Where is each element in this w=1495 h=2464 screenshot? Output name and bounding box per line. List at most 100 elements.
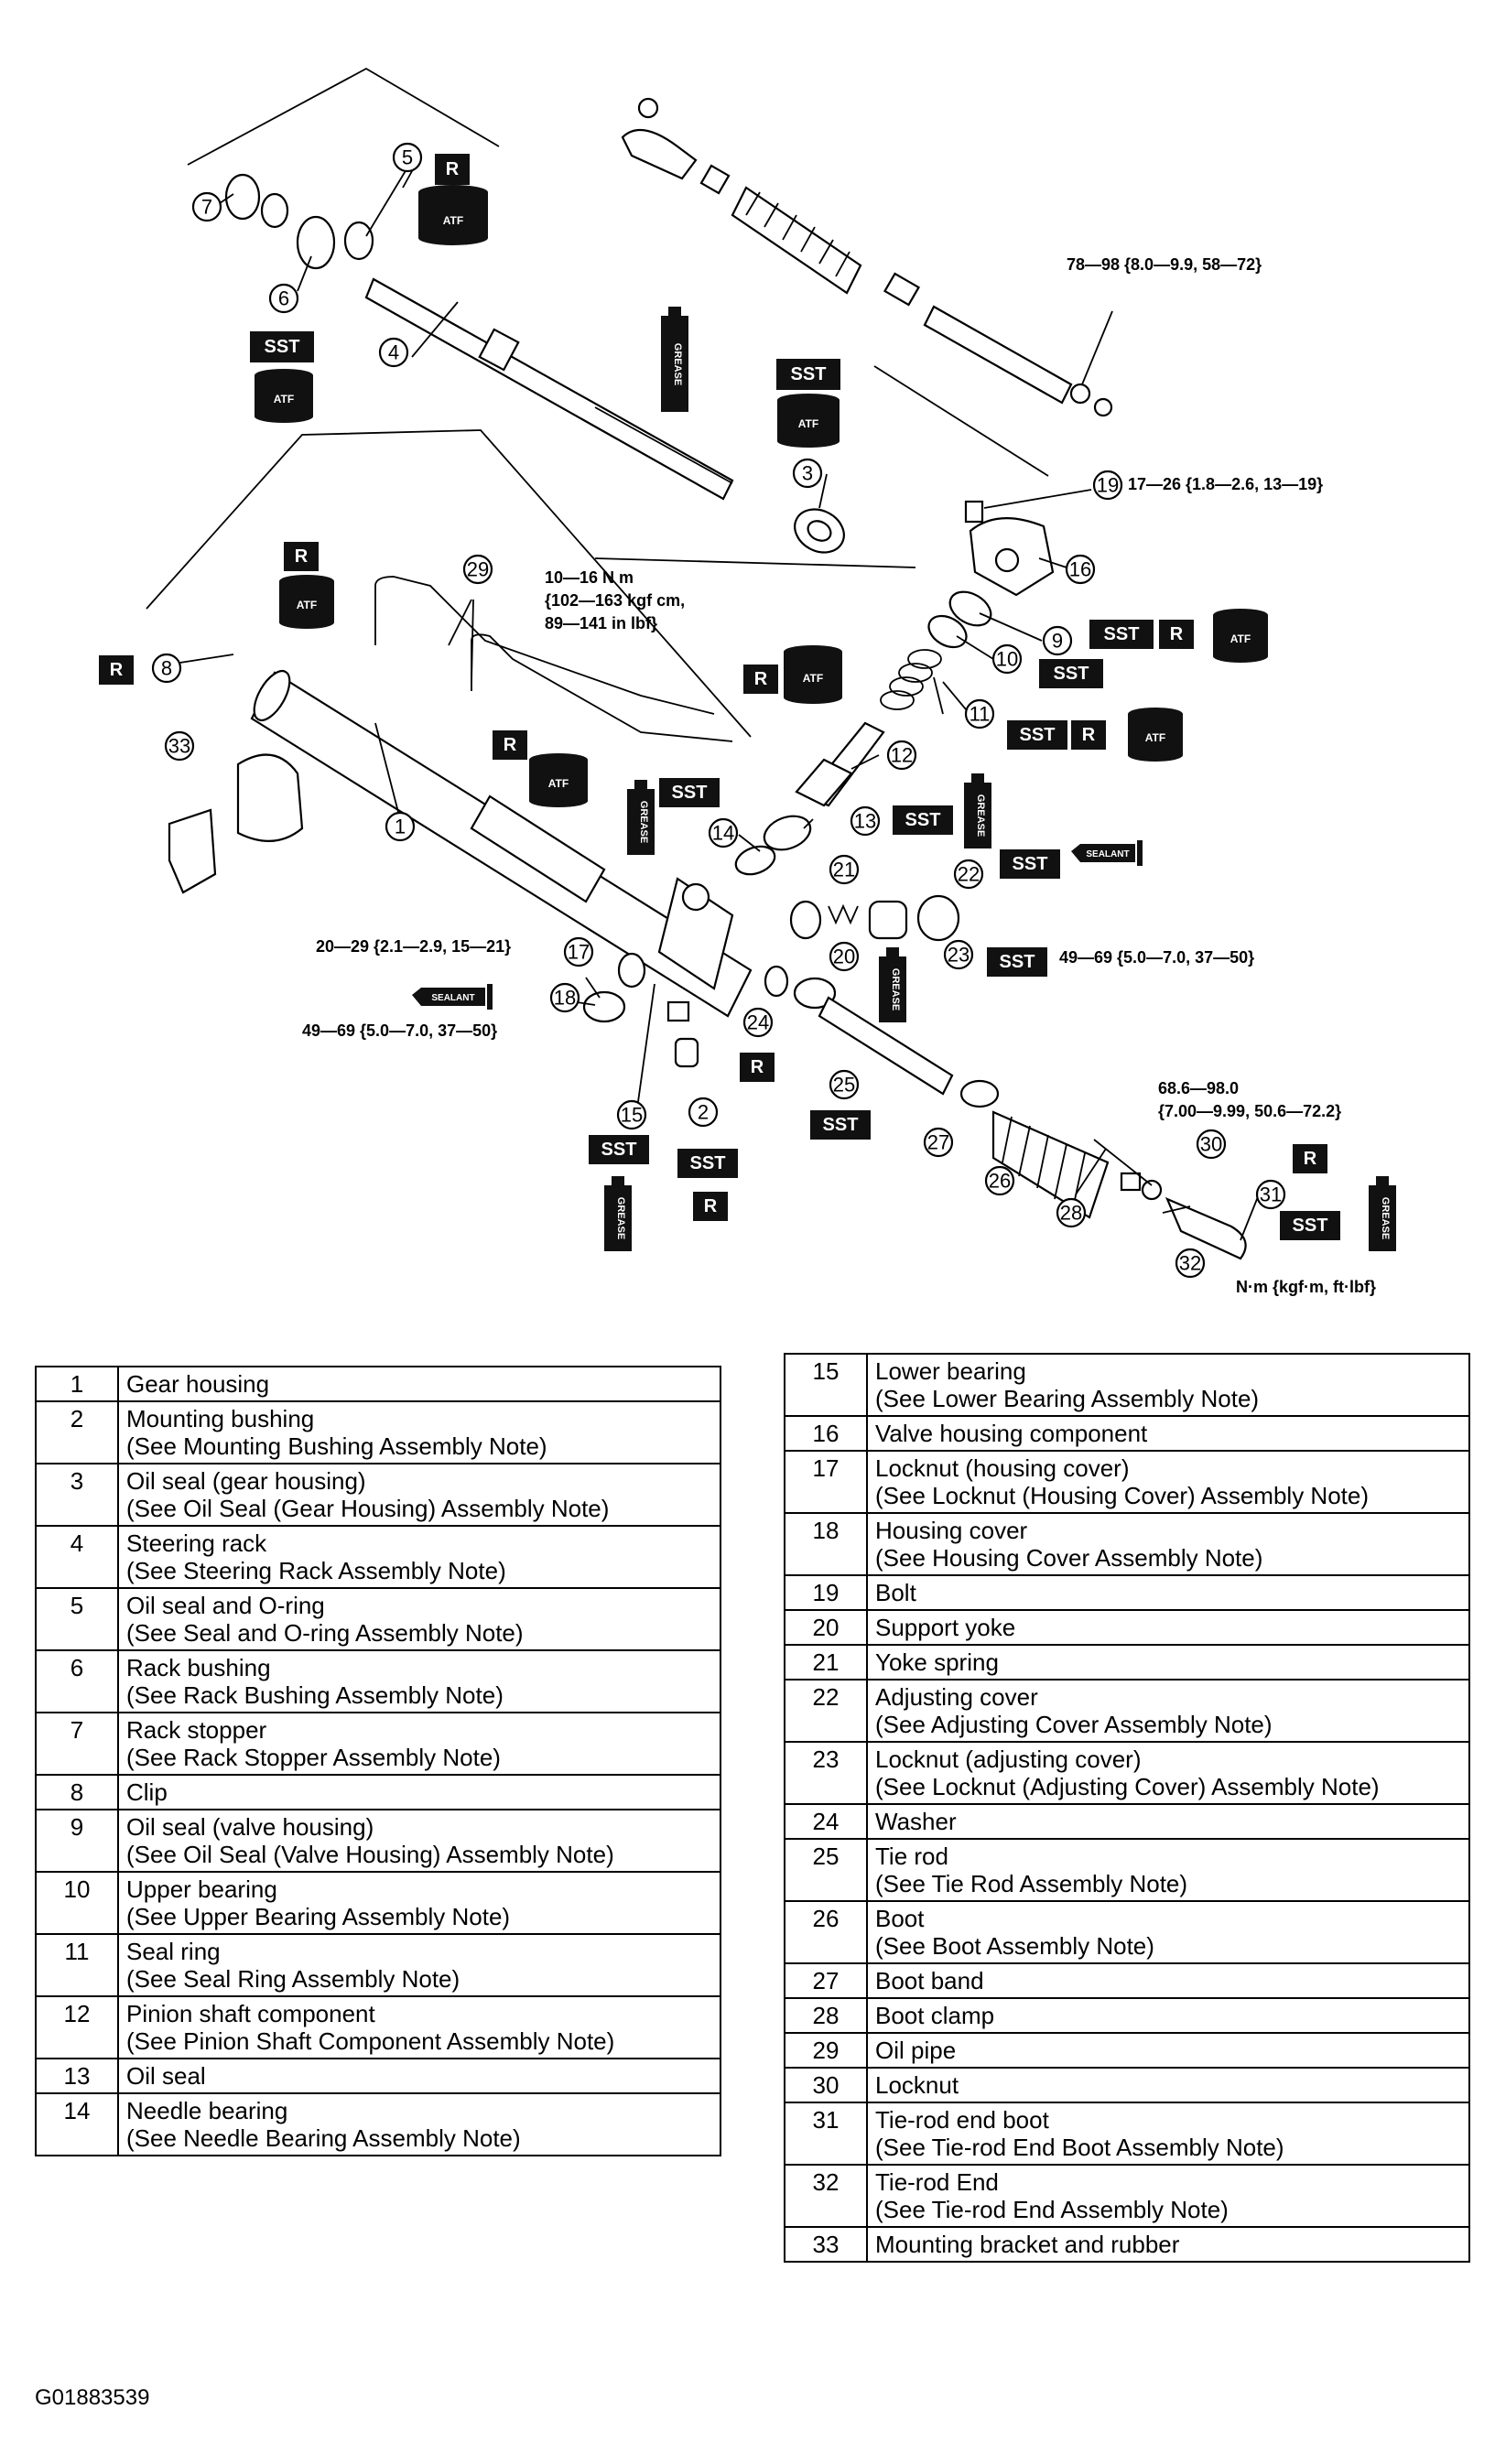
svg-text:6: 6: [278, 287, 289, 310]
sst-badge: SST: [1000, 849, 1060, 879]
svg-text:GREASE: GREASE: [638, 801, 649, 843]
svg-text:SST: SST: [1054, 664, 1089, 684]
torque-label-bolt: 17—26 {1.8—2.6, 13—19}: [1128, 475, 1323, 493]
svg-text:26: 26: [989, 1170, 1011, 1193]
part-description: Pinion shaft component (See Pinion Shaft…: [117, 1995, 721, 2059]
torque-label-oil-pipe-lbf: 89—141 in lbf}: [545, 614, 657, 632]
svg-text:ATF: ATF: [297, 599, 317, 611]
oil-pipes: [374, 576, 733, 742]
replace-badge: R: [435, 154, 470, 185]
svg-text:ATF: ATF: [443, 214, 463, 227]
svg-text:R: R: [295, 546, 309, 567]
part-description: Oil seal (gear housing) (See Oil Seal (G…: [117, 1463, 721, 1527]
svg-text:32: 32: [1179, 1252, 1201, 1275]
replace-badge: R: [1293, 1144, 1327, 1173]
callout-32: 32: [1175, 1248, 1206, 1279]
callout-15: 15: [616, 1099, 647, 1130]
callout-29: 29: [462, 554, 493, 585]
svg-text:SST: SST: [1293, 1216, 1328, 1236]
svg-text:16: 16: [1069, 558, 1091, 581]
svg-text:10: 10: [996, 648, 1018, 671]
replace-badge: R: [493, 730, 527, 760]
torque-label-housing-cover: 49—69 {5.0—7.0, 37—50}: [302, 1021, 497, 1040]
callout-1: 1: [385, 811, 416, 842]
callout-9: 9: [1042, 625, 1073, 656]
torque-label-tie-rod-upper: 78—98 {8.0—9.9, 58—72}: [1067, 255, 1262, 274]
callout-19: 19: [1092, 470, 1123, 501]
sealant-tube: SEALANT: [412, 984, 493, 1010]
part-description: Yoke spring: [866, 1644, 1470, 1680]
svg-text:GREASE: GREASE: [1380, 1197, 1391, 1239]
exploded-view-diagram: 7 5 6 4 3 19 16 9 10 11 12 13 14 8 29 33…: [99, 67, 1396, 1296]
part-description: Needle bearing (See Needle Bearing Assem…: [117, 2092, 721, 2156]
replace-badge: R: [1159, 620, 1194, 649]
part-description: Boot (See Boot Assembly Note): [866, 1900, 1470, 1964]
grease-tube: GREASE: [661, 307, 688, 412]
torque-label-tie-rod-end-kgf: {7.00—9.99, 50.6—72.2}: [1158, 1102, 1341, 1120]
callout-2: 2: [688, 1097, 719, 1128]
part-number: 2: [35, 1400, 119, 1464]
part-description: Upper bearing (See Upper Bearing Assembl…: [117, 1871, 721, 1935]
svg-text:24: 24: [747, 1011, 769, 1034]
part-description: Boot band: [866, 1962, 1470, 1999]
atf-can: ATF: [1213, 609, 1268, 663]
mounting-bracket: [168, 753, 304, 894]
sst-badge: SST: [677, 1149, 738, 1178]
svg-text:SST: SST: [905, 810, 941, 830]
svg-text:SST: SST: [1013, 854, 1048, 874]
part-number: 1: [35, 1366, 119, 1402]
svg-text:8: 8: [161, 657, 172, 680]
svg-text:9: 9: [1052, 630, 1063, 653]
valve-seals: [927, 590, 992, 649]
grease-tube: GREASE: [604, 1176, 632, 1251]
part-description: Oil seal: [117, 2058, 721, 2094]
callout-6: 6: [268, 283, 299, 314]
svg-text:SEALANT: SEALANT: [431, 993, 474, 1003]
callout-5: 5: [392, 142, 423, 173]
atf-can: ATF: [418, 185, 488, 245]
callout-26: 26: [984, 1165, 1015, 1196]
callout-17: 17: [563, 936, 594, 967]
svg-text:33: 33: [168, 735, 190, 758]
part-number: 5: [35, 1587, 119, 1651]
replace-badge: R: [99, 655, 134, 685]
svg-text:25: 25: [833, 1074, 855, 1097]
gear-housing: [250, 669, 753, 1018]
part-number: 27: [784, 1962, 868, 1999]
callout-18: 18: [549, 982, 580, 1013]
svg-text:SST: SST: [601, 1140, 637, 1160]
part-number: 33: [784, 2226, 868, 2263]
svg-text:SST: SST: [1000, 952, 1035, 972]
part-description: Rack stopper (See Rack Stopper Assembly …: [117, 1712, 721, 1776]
callout-16: 16: [1065, 554, 1096, 585]
part-description: Oil seal (valve housing) (See Oil Seal (…: [117, 1809, 721, 1873]
svg-text:SST: SST: [1020, 725, 1056, 745]
sst-badge: SST: [1039, 659, 1103, 688]
callout-25: 25: [829, 1069, 860, 1100]
part-number: 18: [784, 1512, 868, 1576]
callout-7: 7: [191, 191, 222, 222]
sst-badge: SST: [659, 778, 720, 807]
part-number: 30: [784, 2067, 868, 2103]
sst-badge: SST: [250, 331, 314, 362]
boot-group: [991, 1110, 1247, 1260]
oil-seal-and-needle-bearing: [734, 815, 812, 876]
replace-badge: R: [1071, 720, 1106, 750]
svg-text:R: R: [110, 660, 124, 680]
svg-text:R: R: [1170, 624, 1184, 644]
svg-text:11: 11: [970, 703, 991, 726]
